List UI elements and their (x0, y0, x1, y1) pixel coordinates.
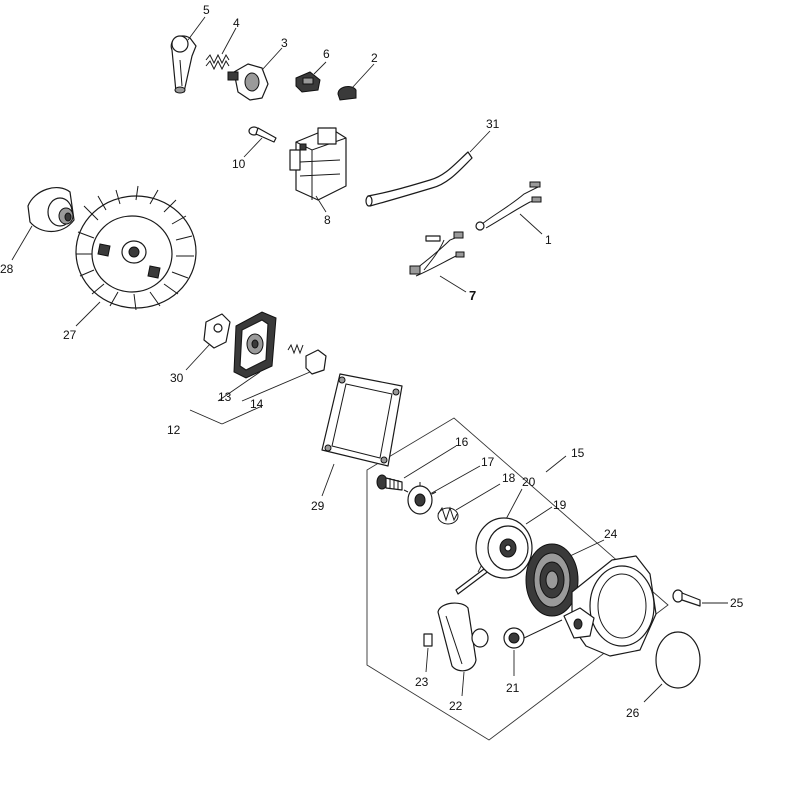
callout-28: 28 (0, 262, 14, 276)
callout-6: 6 (323, 47, 330, 61)
callout-24: 24 (604, 527, 618, 541)
callout-16: 16 (455, 435, 469, 449)
callout-7: 7 (469, 288, 476, 303)
o-ring-part-26 (655, 631, 701, 689)
wire-harness-part-1 (475, 181, 542, 231)
callout-12: 12 (167, 423, 181, 437)
callout-30: 30 (170, 371, 184, 385)
callout-2: 2 (371, 51, 378, 65)
callout-25: 25 (730, 596, 744, 610)
callout-13: 13 (218, 390, 232, 404)
ratchet-part-17 (403, 482, 437, 515)
terminal-part-3 (227, 63, 269, 101)
spring-part-4 (205, 53, 230, 71)
callout-5: 5 (203, 3, 210, 17)
spark-plug-cap (170, 35, 197, 94)
callout-29: 29 (311, 499, 325, 513)
ignition-coil (289, 127, 347, 201)
callout-23: 23 (415, 675, 429, 689)
switch-knob-part-14 (287, 343, 327, 375)
bolt-part-25 (672, 589, 701, 607)
callout-26: 26 (626, 706, 640, 720)
callout-17: 17 (481, 455, 495, 469)
callout-10: 10 (232, 157, 246, 171)
callout-1: 1 (545, 233, 552, 247)
flywheel-part-27 (75, 185, 197, 311)
callout-19: 19 (553, 498, 567, 512)
callout-21: 21 (506, 681, 520, 695)
grommet-part-6 (295, 71, 321, 93)
clip-part-23 (423, 633, 433, 647)
spring-part-18 (437, 506, 459, 525)
callout-3: 3 (281, 36, 288, 50)
bracket-part-30 (203, 313, 231, 349)
callout-22: 22 (449, 699, 463, 713)
cap-nut-part-2 (337, 86, 357, 101)
wire-harness-part-7 (409, 231, 465, 277)
switch-plate-part-13 (233, 311, 277, 379)
bushing-part-21 (503, 619, 563, 649)
starter-case (563, 555, 657, 657)
flywheel-nut-part-28 (27, 187, 75, 233)
tube-part-31 (365, 151, 473, 207)
screw-part-16 (376, 474, 403, 491)
gasket-part-29 (321, 373, 403, 467)
callout-20: 20 (522, 475, 536, 489)
recoil-spring-part-24 (525, 543, 579, 617)
callout-4: 4 (233, 16, 240, 30)
callout-27: 27 (63, 328, 77, 342)
bolt-part-10 (248, 126, 277, 143)
starter-handle-part-22 (437, 602, 489, 672)
callout-18: 18 (502, 471, 516, 485)
starter-reel-part-19 (475, 517, 533, 579)
callout-14: 14 (250, 397, 264, 411)
callout-31: 31 (486, 117, 500, 131)
callout-8: 8 (324, 213, 331, 227)
callout-15: 15 (571, 446, 585, 460)
starter-assembly-frame (366, 417, 669, 741)
